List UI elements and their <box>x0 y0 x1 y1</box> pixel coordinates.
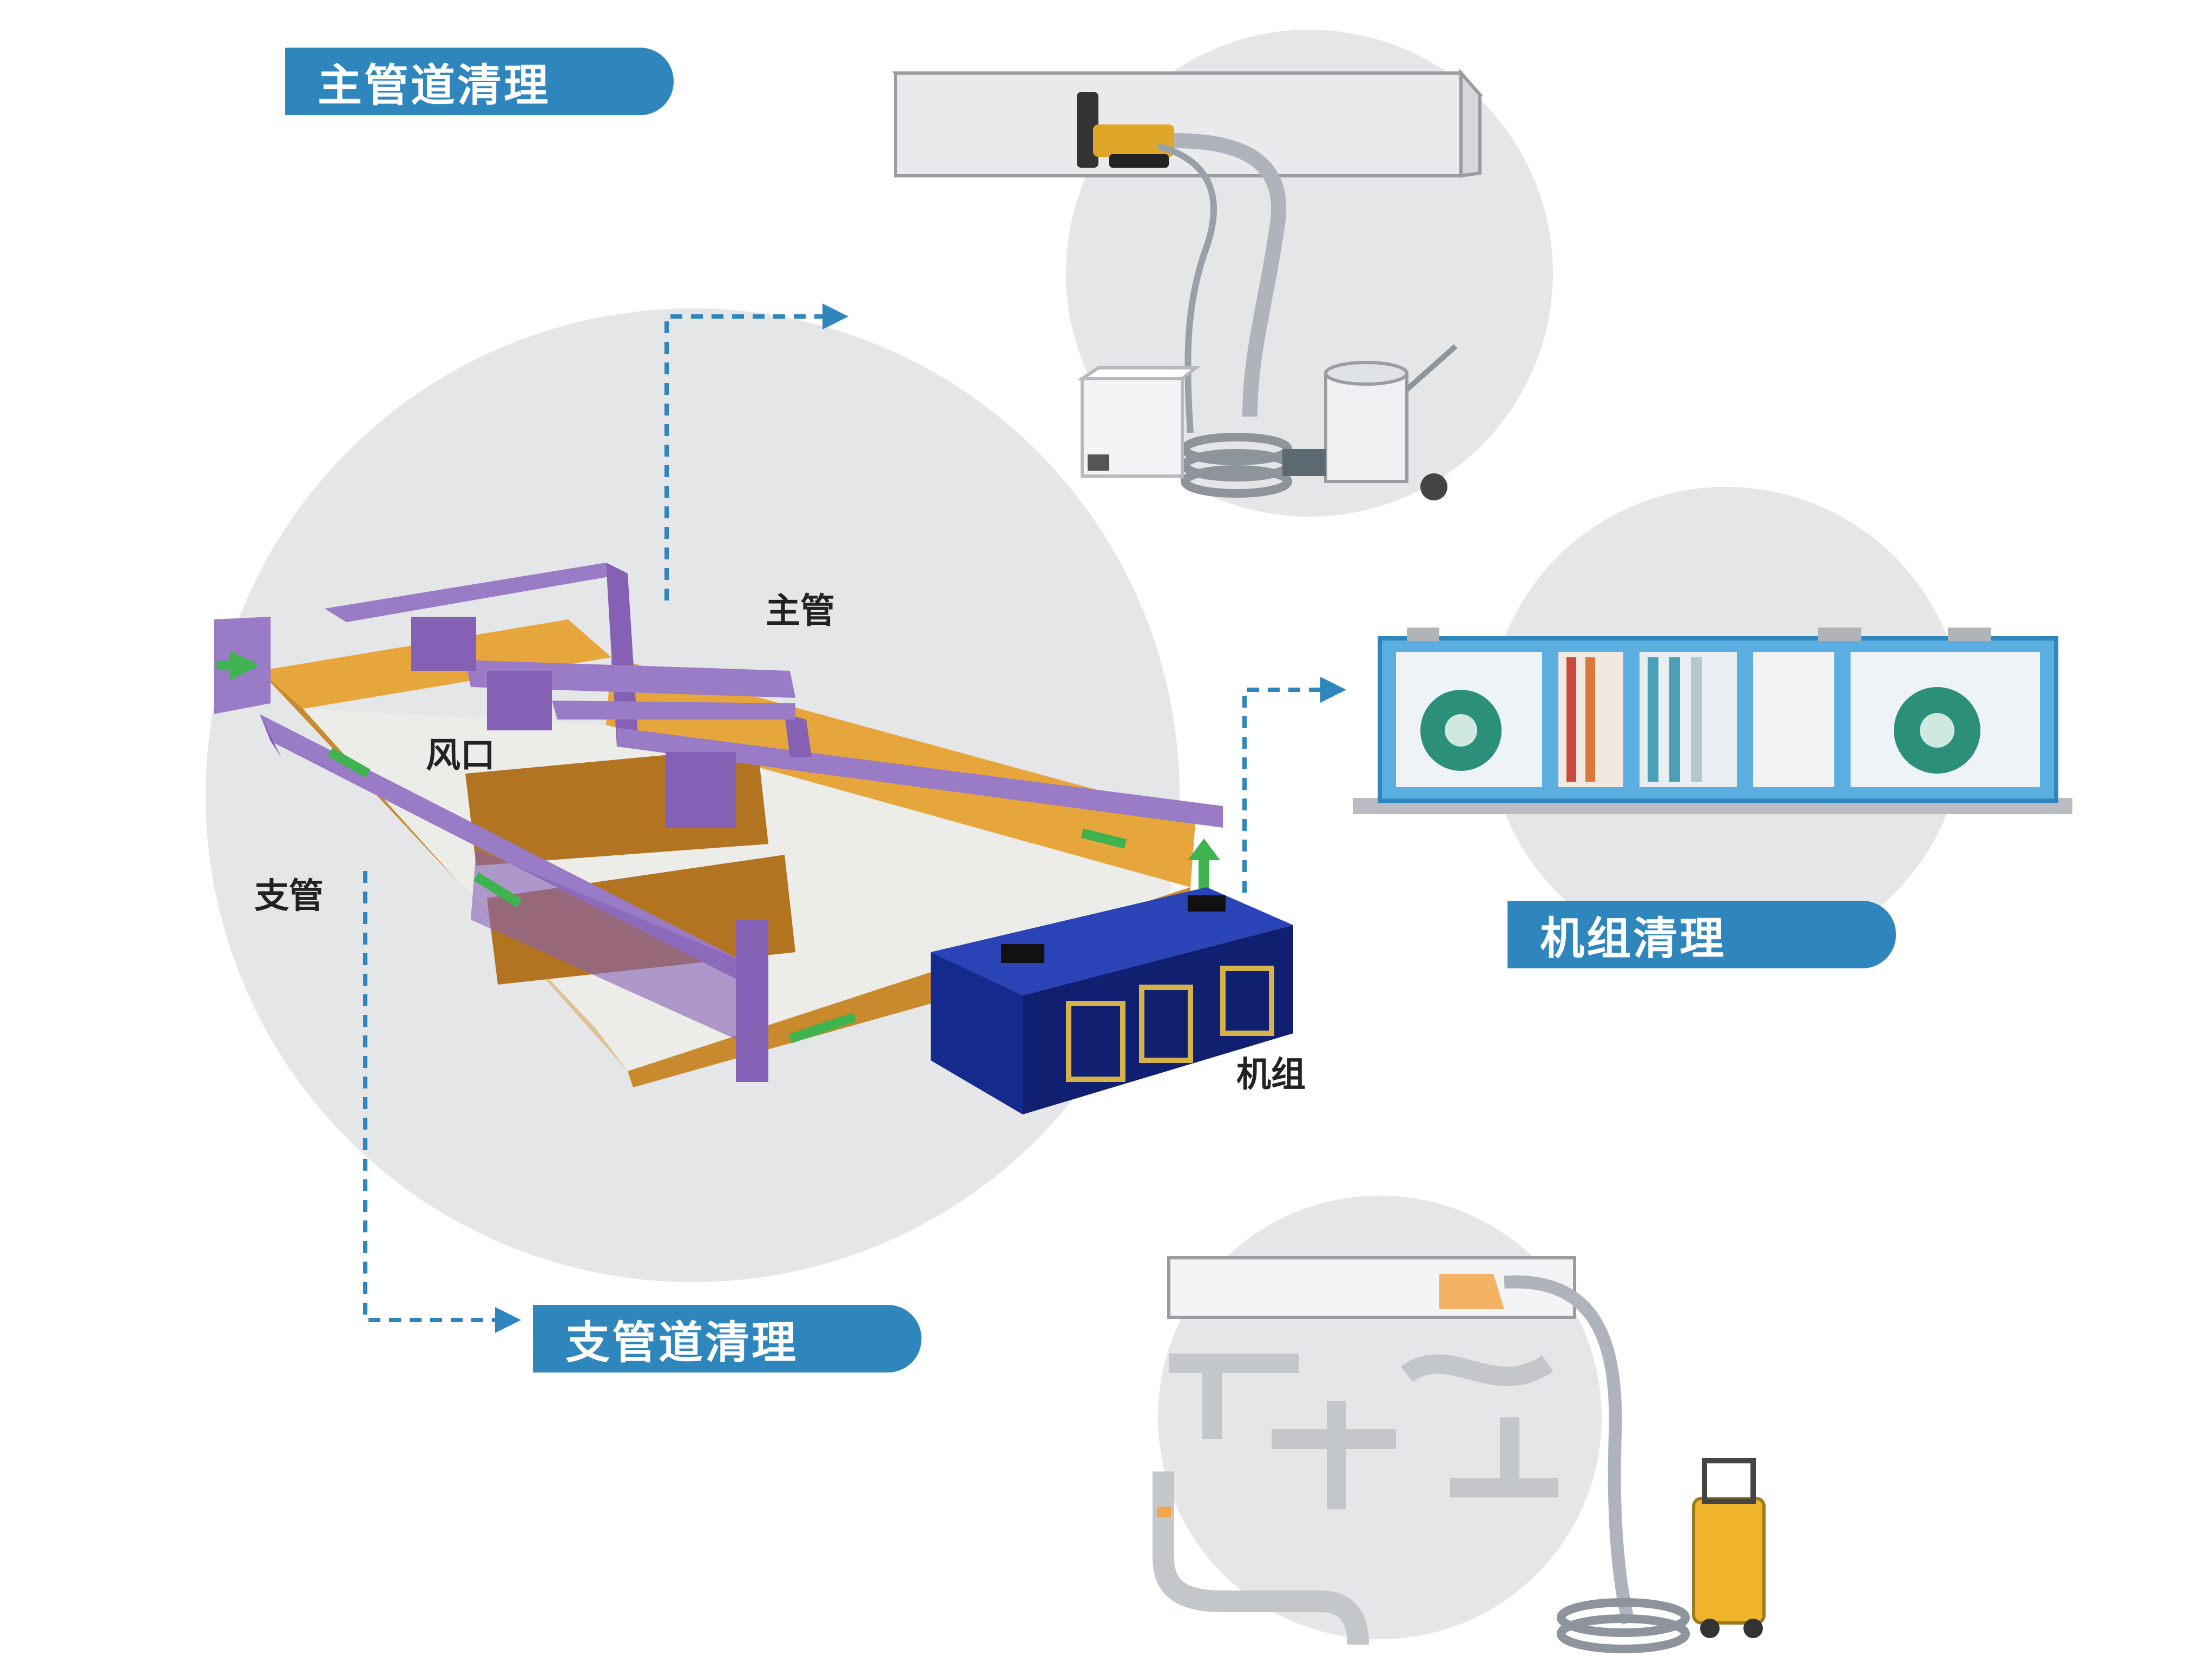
connector-to-unit <box>1242 677 1346 893</box>
air-handling-unit-illustration <box>1353 628 2072 814</box>
main-pipe-label: 主管 <box>766 591 835 631</box>
duct-system-overview <box>214 563 1293 1114</box>
unit-label: 机组 <box>1236 1055 1306 1095</box>
connector-to-main-duct <box>664 303 848 600</box>
unit-cleaning-title: 机组清理 <box>1507 901 1896 968</box>
connector-to-branch-duct <box>363 871 521 1333</box>
main-duct-cleaning-title: 主管道清理 <box>285 48 674 115</box>
vent-label: 风口 <box>426 736 495 776</box>
branch-pipe-label: 支管 <box>254 876 324 916</box>
branch-duct-cleaning-title: 支管道清理 <box>533 1305 921 1372</box>
main-duct-cleaning-illustration <box>892 69 1484 500</box>
branch-duct-cleaning-illustration <box>1153 1256 1766 1653</box>
